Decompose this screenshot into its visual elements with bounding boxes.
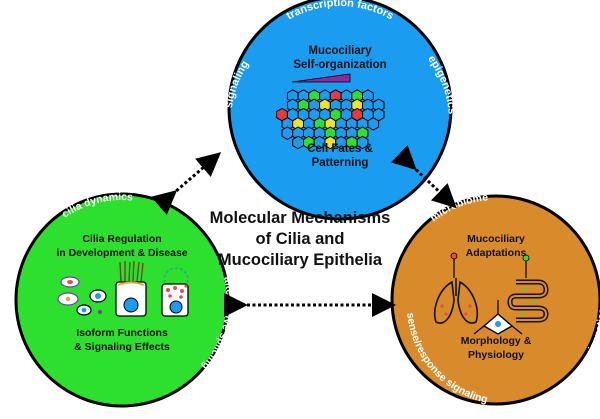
center-title-line1: Molecular Mechanisms: [209, 209, 391, 227]
right-circle-disc: [390, 194, 600, 406]
right-subheading-line1: Morphology &: [461, 335, 532, 347]
right-subheading-line2: Physiology: [468, 349, 524, 361]
right-heading-line1: Mucociliary: [467, 233, 525, 245]
top-subheading-line1: Cell Fates &: [307, 143, 373, 155]
top-heading-line2: Self-organization: [293, 59, 386, 71]
arrow-left-top: [151, 152, 222, 215]
multiciliated-cell-icon: [115, 260, 147, 317]
gradient-wedge-icon: [291, 73, 351, 83]
top-circle: transcription factors signaling epigenet…: [223, 0, 458, 221]
secretory-cell-icon: [161, 267, 189, 317]
left-heading-line2: in Development & Disease: [56, 247, 187, 259]
center-title-line2: of Cilia and: [255, 230, 345, 248]
hexagon-cell: [281, 126, 294, 140]
left-subheading-line2: & Signaling Effects: [74, 341, 170, 353]
top-heading-line1: Mucociliary: [308, 45, 372, 57]
center-title: Molecular Mechanisms of Cilia and Mucoci…: [200, 208, 400, 271]
arrow-top-right: [391, 145, 457, 209]
hexagon-cell: [367, 117, 380, 131]
hexagon-cell: [356, 126, 369, 140]
lungs-icon: [434, 278, 478, 324]
right-circle: microbiome sense/response signaling epig…: [390, 191, 600, 406]
top-subheading-line2: Patterning: [312, 157, 369, 169]
hexagon-cell: [292, 135, 304, 150]
left-subheading-line1: Isoform Functions: [76, 327, 168, 339]
hexagon-cell-field-icon: [276, 89, 385, 150]
connector-arrows: [151, 145, 457, 317]
center-title-line3: Mucociliary Epithelia: [217, 251, 383, 269]
left-heading-line1: Cilia Regulation: [82, 233, 161, 245]
intestine-icon: [507, 254, 549, 323]
right-heading-line2: Adaptations: [466, 247, 527, 259]
hexagon-cell: [356, 135, 369, 150]
cilia-cross-section-icons: [57, 276, 107, 316]
hexagon-cell: [362, 89, 374, 103]
hexagon-cell: [372, 98, 385, 113]
tall-cell-left-icon: [450, 252, 458, 278]
neuron-icon: [473, 300, 523, 335]
